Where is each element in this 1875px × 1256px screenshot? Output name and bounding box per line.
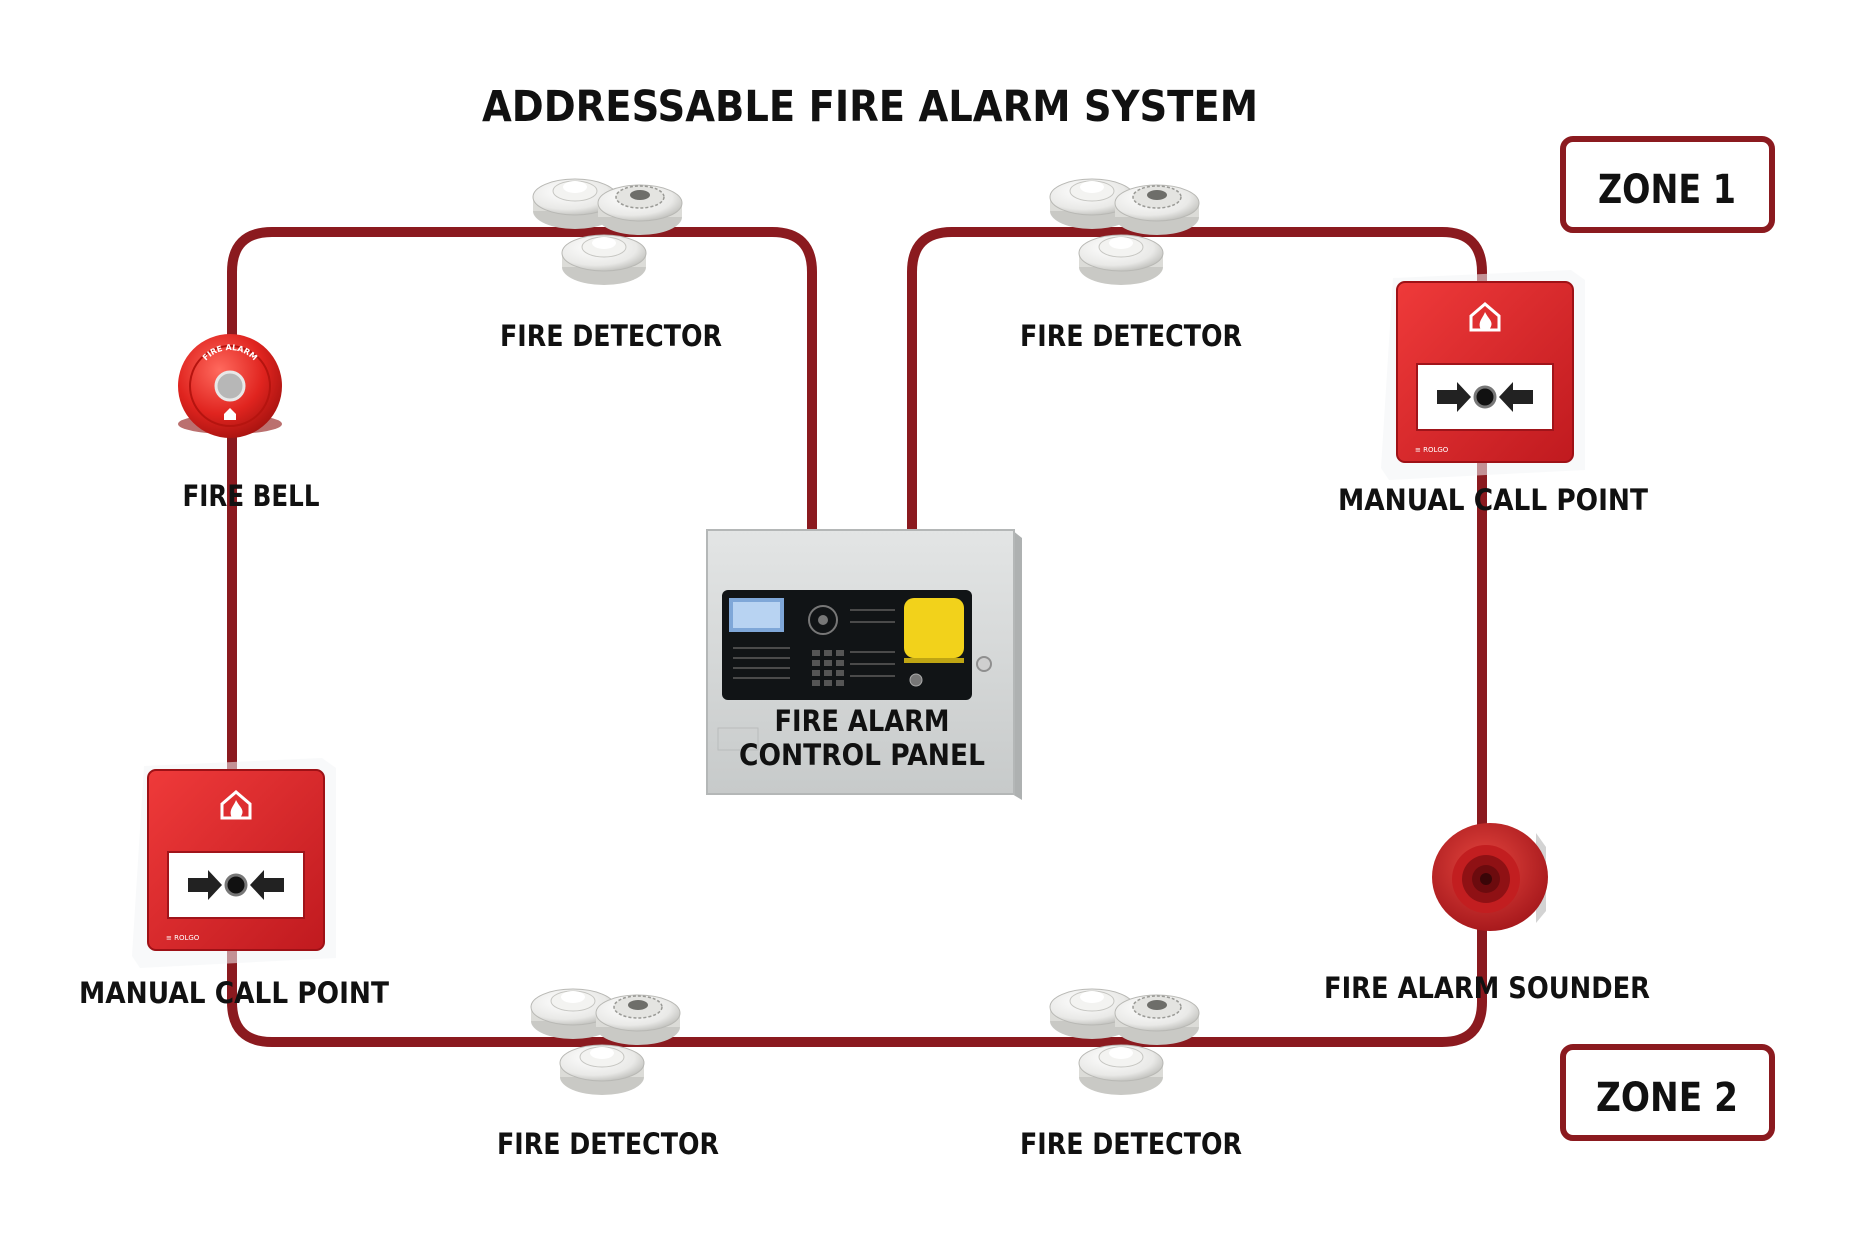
call-point-icon (130, 756, 338, 970)
zone1-loop-wire (227, 227, 1487, 1047)
fire-detector-label-bottom-right: FIRE DETECTOR (1020, 1127, 1242, 1161)
call-point-icon (1379, 268, 1587, 482)
control-panel-label-line2: CONTROL PANEL (739, 738, 985, 772)
zone2-label: ZONE 2 (1596, 1075, 1738, 1121)
fire-detector-label-bottom-left: FIRE DETECTOR (497, 1127, 719, 1161)
manual-call-point-label-left: MANUAL CALL POINT (79, 976, 389, 1010)
fire-detector-label-top-left: FIRE DETECTOR (500, 319, 722, 353)
control-panel-label-line1: FIRE ALARM (775, 704, 950, 738)
fire-bell-icon: FIRE ALARM (178, 334, 282, 438)
control-panel-icon (706, 529, 1022, 800)
fire-detector-label-top-right: FIRE DETECTOR (1020, 319, 1242, 353)
sounder-icon (1432, 823, 1548, 931)
fire-alarm-sounder-label: FIRE ALARM SOUNDER (1324, 971, 1650, 1005)
zone1-label: ZONE 1 (1598, 167, 1736, 213)
manual-call-point-label-right: MANUAL CALL POINT (1338, 483, 1648, 517)
zone2-box: ZONE 2 (1560, 1044, 1775, 1141)
diagram-title: ADDRESSABLE FIRE ALARM SYSTEM (482, 82, 1258, 132)
zone1-box: ZONE 1 (1560, 136, 1775, 233)
fire-bell-label: FIRE BELL (183, 479, 320, 513)
